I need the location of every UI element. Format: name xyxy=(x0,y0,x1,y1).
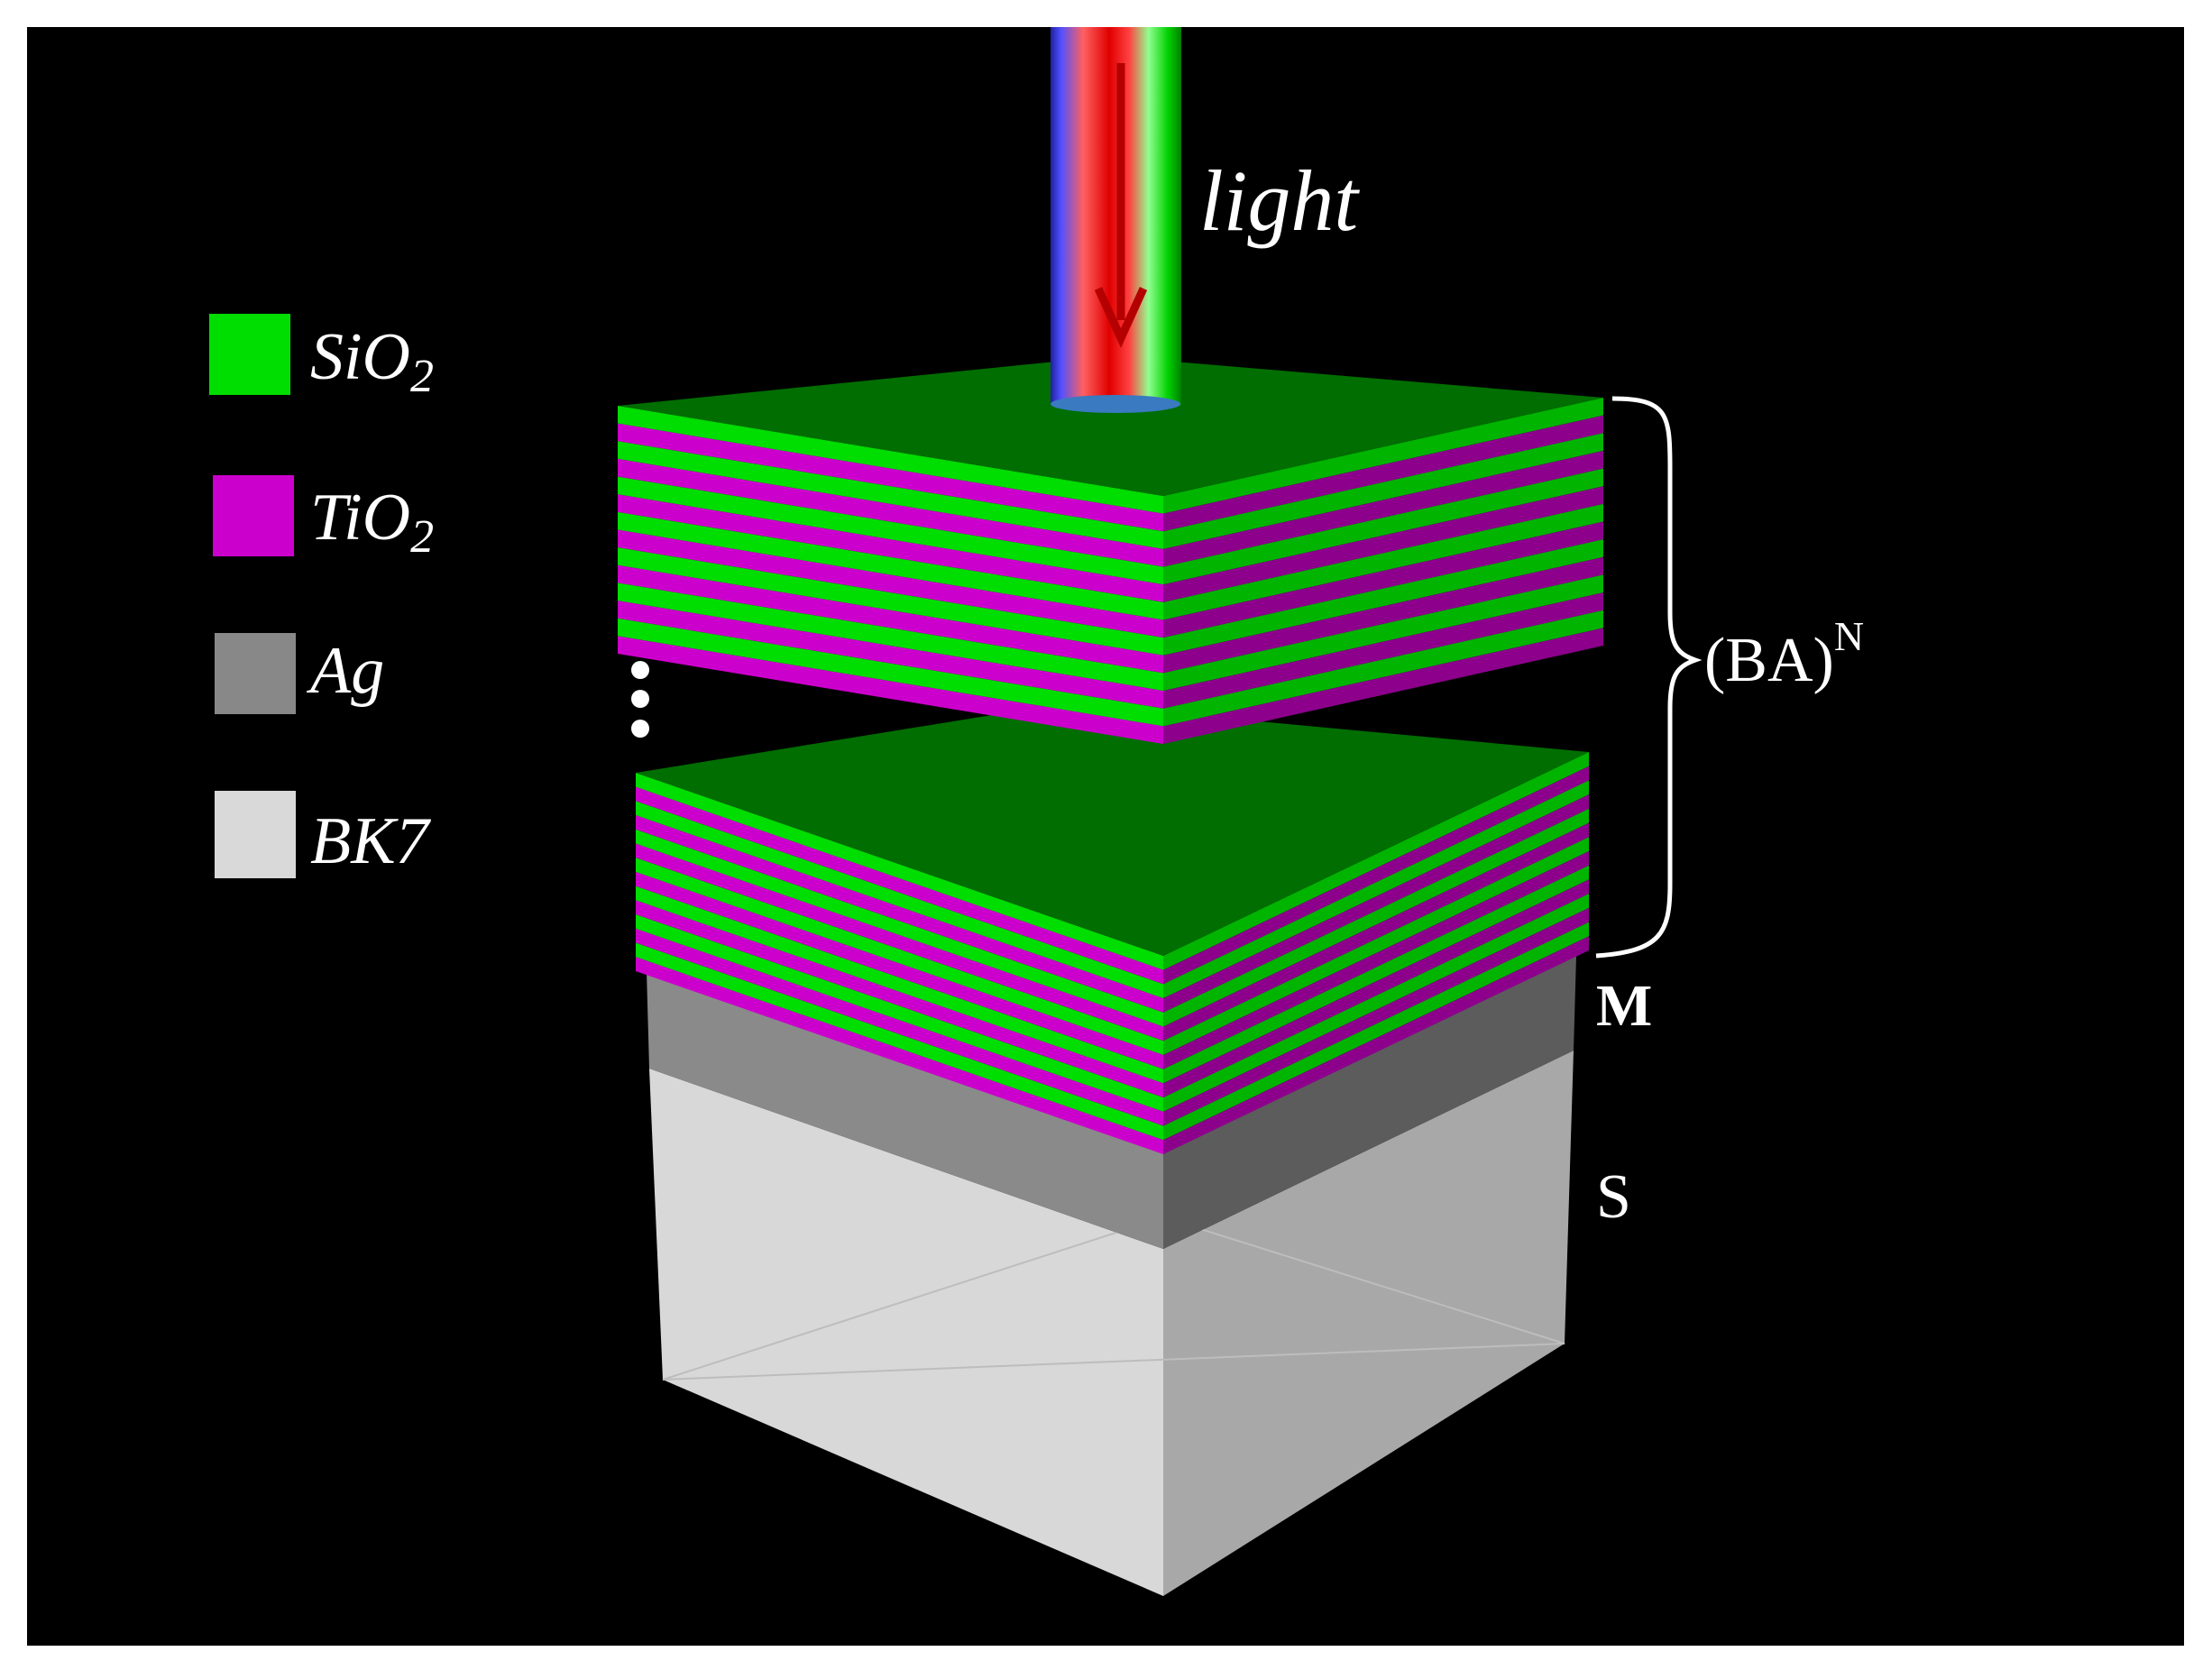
sio2-layer-right xyxy=(1163,574,1603,692)
tio2-layer-left xyxy=(618,458,1163,567)
sio2-top-face xyxy=(636,703,1589,956)
tio2-layer-left xyxy=(618,601,1163,709)
legend-label-sio2: SiO2 xyxy=(310,320,434,402)
tio2-layer-left xyxy=(618,423,1163,532)
sio2-layer-left xyxy=(636,914,1163,1112)
dot xyxy=(631,661,649,679)
sio2-layer-left xyxy=(636,942,1163,1141)
metal-label: M xyxy=(1596,973,1652,1039)
sio2-layer-left xyxy=(636,885,1163,1084)
tio2-layer-right xyxy=(1163,879,1589,1098)
sio2-top-face xyxy=(618,356,1603,496)
tio2-layer-left xyxy=(636,843,1163,1041)
bk7-right-face xyxy=(1163,1051,1574,1596)
tio2-layer-right xyxy=(1163,851,1589,1069)
sio2-layer-right xyxy=(1163,837,1589,1055)
sio2-layer-right xyxy=(1163,922,1589,1141)
sio2-layer-right xyxy=(1163,503,1603,620)
sio2-layer-left xyxy=(636,829,1163,1027)
legend-swatch-sio2 xyxy=(209,314,290,395)
sio2-layer-right xyxy=(1163,433,1603,549)
sio2-layer-right xyxy=(1163,468,1603,585)
metal-layer-ag xyxy=(647,956,1576,1249)
sio2-layer-right xyxy=(1163,808,1589,1027)
tio2-layer-left xyxy=(636,928,1163,1126)
sio2-layer-left xyxy=(618,476,1163,585)
legend-label-ag: Ag xyxy=(306,634,384,708)
tio2-layer-right xyxy=(1163,936,1589,1154)
tio2-layer-right xyxy=(1163,822,1589,1041)
tio2-layer-right xyxy=(1163,907,1589,1126)
tio2-layer-left xyxy=(618,529,1163,638)
tio2-layer-left xyxy=(636,900,1163,1098)
sio2-layer-right xyxy=(1163,398,1603,514)
tio2-layer-left xyxy=(618,564,1163,674)
tio2-layer-right xyxy=(1163,556,1603,674)
light-beam xyxy=(1051,27,1181,413)
tio2-layer-right xyxy=(1163,592,1603,709)
sio2-layer-left xyxy=(618,618,1163,727)
bracket-label: (BA)N xyxy=(1704,613,1864,695)
tio2-layer-left xyxy=(636,957,1163,1154)
sio2-layer-right xyxy=(1163,752,1589,970)
legend-swatch-tio2 xyxy=(213,475,294,556)
light-beam-column xyxy=(1051,27,1181,406)
dot xyxy=(631,720,649,738)
legend-label-bk7: BK7 xyxy=(310,804,432,878)
sio2-layer-left xyxy=(618,547,1163,656)
tio2-layer-right xyxy=(1163,450,1603,567)
sio2-layer-left xyxy=(636,801,1163,999)
bk7-left-face xyxy=(649,1069,1163,1596)
tio2-layer-right xyxy=(1163,486,1603,602)
ag-right-face xyxy=(1163,956,1576,1249)
dot xyxy=(631,690,649,708)
sio2-layer-left xyxy=(618,406,1163,514)
sio2-layer-right xyxy=(1163,539,1603,656)
tio2-layer-right xyxy=(1163,415,1603,532)
tio2-layer-right xyxy=(1163,766,1589,985)
legend-label-tio2: TiO2 xyxy=(310,481,434,563)
light-arrow-head xyxy=(1094,287,1148,348)
sio2-layer-left xyxy=(618,511,1163,620)
ag-left-face xyxy=(647,971,1163,1249)
sio2-layer-right xyxy=(1163,894,1589,1112)
lower-multilayer-block xyxy=(636,703,1589,1154)
sio2-layer-right xyxy=(1163,610,1603,727)
bk7-inner-edge xyxy=(662,1216,1565,1381)
tio2-layer-right xyxy=(1163,521,1603,638)
continuation-dots xyxy=(631,661,649,738)
tio2-layer-left xyxy=(636,786,1163,985)
curly-bracket xyxy=(1595,396,1703,959)
sio2-layer-left xyxy=(636,773,1163,970)
sio2-layer-right xyxy=(1163,865,1589,1084)
light-beam-end xyxy=(1051,395,1180,413)
tio2-layer-left xyxy=(636,815,1163,1013)
tio2-layer-right xyxy=(1163,794,1589,1013)
upper-multilayer-block xyxy=(618,356,1603,744)
legend: SiO2 TiO2 Ag BK7 xyxy=(209,314,434,878)
sio2-layer-left xyxy=(618,583,1163,692)
sio2-layer-left xyxy=(618,441,1163,549)
substrate-label: S xyxy=(1596,1162,1631,1232)
tio2-layer-left xyxy=(618,636,1163,744)
light-label: light xyxy=(1199,152,1360,249)
sio2-layer-right xyxy=(1163,780,1589,999)
legend-swatch-bk7 xyxy=(215,791,296,878)
tio2-layer-left xyxy=(636,872,1163,1069)
tio2-layer-right xyxy=(1163,628,1603,744)
tio2-layer-left xyxy=(618,494,1163,602)
sio2-layer-left xyxy=(636,858,1163,1055)
substrate-bk7 xyxy=(649,1051,1574,1596)
legend-swatch-ag xyxy=(215,633,296,714)
